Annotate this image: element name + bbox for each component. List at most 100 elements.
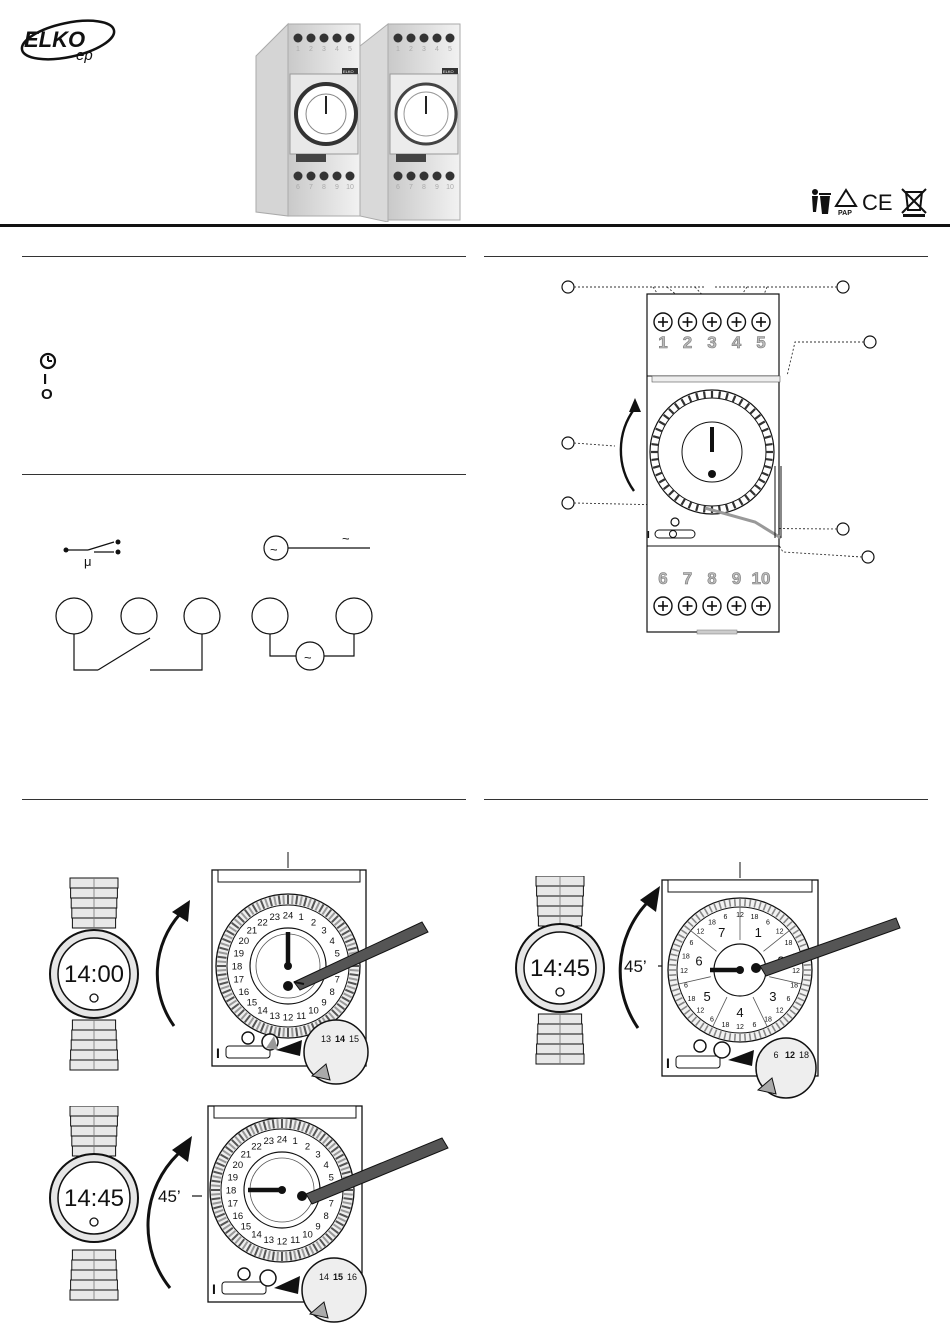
timer-b-hour-10: 10	[302, 1230, 313, 1241]
timer-c-day-3: 3	[769, 989, 776, 1004]
module-a-top-hole-3	[332, 33, 342, 43]
module-b-top-digit-0: 1	[396, 46, 400, 53]
timer-c-tick-6: 12	[792, 968, 800, 975]
device-top-label-3: 4	[732, 333, 742, 352]
timer-a-zoom-1: 14	[335, 1034, 345, 1044]
module-a-top-hole-2	[319, 33, 329, 43]
module-b-top-hole-2	[419, 33, 429, 43]
timer-c: 1218612186121861218612186121861218612186…	[656, 862, 910, 1102]
pencil-icon	[297, 1137, 449, 1205]
timer-c-day-6: 6	[695, 954, 702, 969]
timer-a-hour-11: 11	[296, 1011, 306, 1022]
timer-a-hour-17: 17	[233, 975, 244, 986]
module-b-top-digit-2: 3	[422, 46, 426, 53]
device-top-label-2: 3	[707, 333, 716, 352]
pencil-icon	[751, 917, 901, 977]
watch-b: 14:45	[46, 1105, 142, 1302]
device-top-label-0: 1	[658, 333, 667, 352]
timer-c-tick-17: 6	[684, 982, 688, 989]
module-b-top-digit-4: 5	[448, 46, 452, 53]
module-b-badge: ELKO	[443, 69, 454, 74]
timer-b-hour-4: 4	[324, 1160, 329, 1171]
timer-a-switch-on: I	[216, 1045, 220, 1061]
timer-a-hour-16: 16	[239, 987, 250, 998]
brand-name: ELKO	[24, 27, 85, 52]
timer-a-hour-7: 7	[335, 975, 340, 986]
pap-recycle-icon: PAP	[834, 188, 858, 217]
timer-a-hour-20: 20	[239, 936, 250, 947]
recycle-bin-icon	[812, 189, 831, 214]
timer-a-hour-21: 21	[247, 925, 258, 936]
wiring-diagram: μ ~ ~ ~	[40, 530, 380, 680]
device-bottom-label-3: 9	[732, 569, 741, 588]
mode-symbols: I O	[36, 352, 60, 403]
device-switch-on: I	[647, 530, 650, 541]
module-a-top-digit-0: 1	[296, 46, 300, 53]
section-rule-low-left	[22, 799, 466, 800]
timer-a-hour-15: 15	[247, 998, 258, 1009]
timer-c-tick-1: 18	[751, 914, 759, 921]
timer-c-clock-icon	[693, 1039, 707, 1053]
timer-b-zoom-2: 16	[347, 1272, 357, 1282]
timer-a-hour-3: 3	[321, 925, 326, 936]
timer-c-tick-13: 18	[722, 1022, 730, 1029]
timer-a-hour-19: 19	[233, 948, 244, 959]
timer-c-tick-7: 18	[790, 982, 798, 989]
module-a-bottom-hole-4	[345, 171, 355, 181]
module-a-bottom-hole-2	[319, 171, 329, 181]
timer-b-clock-icon	[237, 1267, 251, 1281]
timer-c-switch-on: I	[666, 1055, 670, 1071]
supply-symbol: ~ ~	[263, 531, 370, 561]
timer-a-zoom-0: 13	[321, 1034, 331, 1044]
timer-c-tick-3: 12	[776, 928, 784, 935]
timer-a-hour-10: 10	[308, 1006, 319, 1017]
module-a-top-hole-0	[293, 33, 303, 43]
terminal-circle-5	[335, 597, 373, 635]
timer-a-hour-14: 14	[257, 1006, 268, 1017]
module-b-bottom-hole-2	[419, 171, 429, 181]
pencil-icon	[283, 921, 429, 991]
watch-c: 14:45	[512, 875, 608, 1066]
timer-b-switch-on: I	[212, 1281, 216, 1297]
timer-c-tick-20: 6	[690, 940, 694, 947]
callout-circle-2	[836, 280, 850, 294]
timer-b-hour-24: 24	[277, 1135, 288, 1146]
timer-c-tick-16: 18	[688, 996, 696, 1003]
timer-b-hour-8: 8	[324, 1211, 329, 1222]
timer-a-clock-icon	[241, 1031, 255, 1045]
timer-a-hour-1: 1	[299, 912, 304, 923]
timer-b-hour-11: 11	[290, 1235, 300, 1246]
module-b-top-digit-1: 2	[409, 46, 413, 53]
section-rule-low-right	[484, 799, 928, 800]
timer-c-tick-8: 6	[787, 996, 791, 1003]
brand-logo: ELKO ep	[18, 18, 118, 66]
timer-b-hour-14: 14	[251, 1230, 262, 1241]
off-O-symbol: O	[41, 386, 53, 402]
pap-label: PAP	[838, 210, 852, 217]
device-bottom-label-0: 6	[658, 569, 667, 588]
section-rule-top-right	[484, 256, 928, 257]
module-a-bottom-digit-1: 7	[309, 184, 313, 191]
timer-b-hour-23: 23	[264, 1136, 275, 1147]
device-top-label-1: 2	[683, 333, 692, 352]
module-a-top-digit-2: 3	[322, 46, 326, 53]
terminal-circle-3	[183, 597, 221, 635]
module-b-top-hole-1	[406, 33, 416, 43]
timer-b-hour-1: 1	[293, 1136, 298, 1147]
ac-symbol: ~	[342, 531, 350, 546]
clock-icon	[39, 352, 57, 370]
module-a-bottom-digit-2: 8	[322, 184, 326, 191]
module-b-top-hole-4	[445, 33, 455, 43]
device-bottom-label-1: 7	[683, 569, 692, 588]
timer-a-hour-18: 18	[232, 962, 243, 973]
callout-circle-1	[561, 280, 575, 294]
timer-c-tick-19: 18	[682, 954, 690, 961]
timer-b-hour-3: 3	[315, 1149, 320, 1160]
timer-a-hour-22: 22	[257, 917, 268, 928]
device-bottom-label-2: 8	[707, 569, 716, 588]
timer-a-hour-5: 5	[335, 948, 340, 959]
timer-c-tick-15: 12	[697, 1008, 705, 1015]
